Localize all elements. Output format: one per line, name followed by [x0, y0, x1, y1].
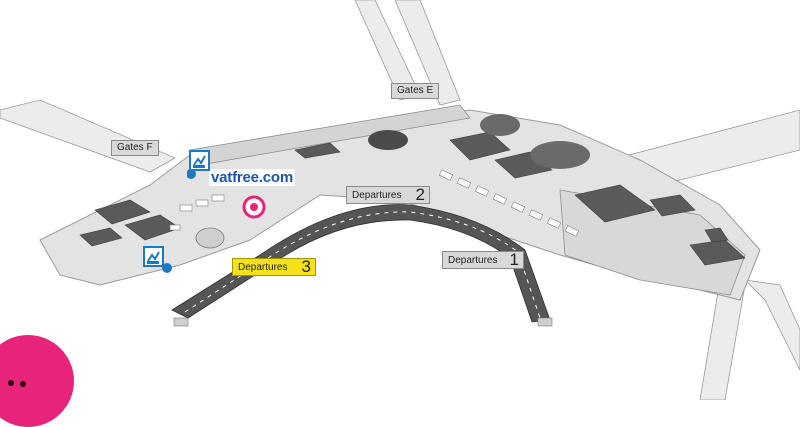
- departures-1-text: Departures: [448, 254, 498, 266]
- departures-2-label[interactable]: Departures 2: [346, 186, 430, 204]
- airport-map: [0, 0, 800, 400]
- pier-southeast-2: [743, 279, 800, 371]
- dome-2: [480, 114, 520, 136]
- gates-f-label[interactable]: Gates F: [111, 140, 159, 156]
- dome-3: [530, 141, 590, 169]
- departures-1-label[interactable]: Departures 1: [442, 251, 524, 269]
- departures-3-number: 3: [301, 257, 311, 276]
- gate-boxes: [169, 169, 580, 237]
- road-end-east: [537, 317, 553, 327]
- vatfree-brand-label[interactable]: vatfree.com: [209, 169, 296, 186]
- departures-3-text: Departures: [238, 261, 288, 273]
- dome-4: [195, 227, 225, 249]
- chat-dot: [20, 381, 26, 387]
- departures-1-number: 1: [509, 250, 519, 269]
- pier-northwest: [0, 99, 176, 173]
- chat-dot: [8, 380, 14, 386]
- road-centre-line: [184, 211, 541, 319]
- departures-2-text: Departures: [352, 189, 402, 201]
- road-end-west: [173, 317, 189, 327]
- pier-north-2: [394, 0, 461, 106]
- gates-e-label[interactable]: Gates E: [391, 83, 440, 99]
- tax-refund-desk-icon-2[interactable]: [143, 246, 172, 273]
- tax-refund-desk-icon[interactable]: [186, 150, 210, 179]
- departures-3-label[interactable]: Departures 3: [232, 258, 316, 276]
- departures-2-number: 2: [415, 185, 425, 204]
- location-target-icon[interactable]: [242, 195, 266, 219]
- buildings: [79, 131, 746, 266]
- dome-1: [368, 130, 408, 150]
